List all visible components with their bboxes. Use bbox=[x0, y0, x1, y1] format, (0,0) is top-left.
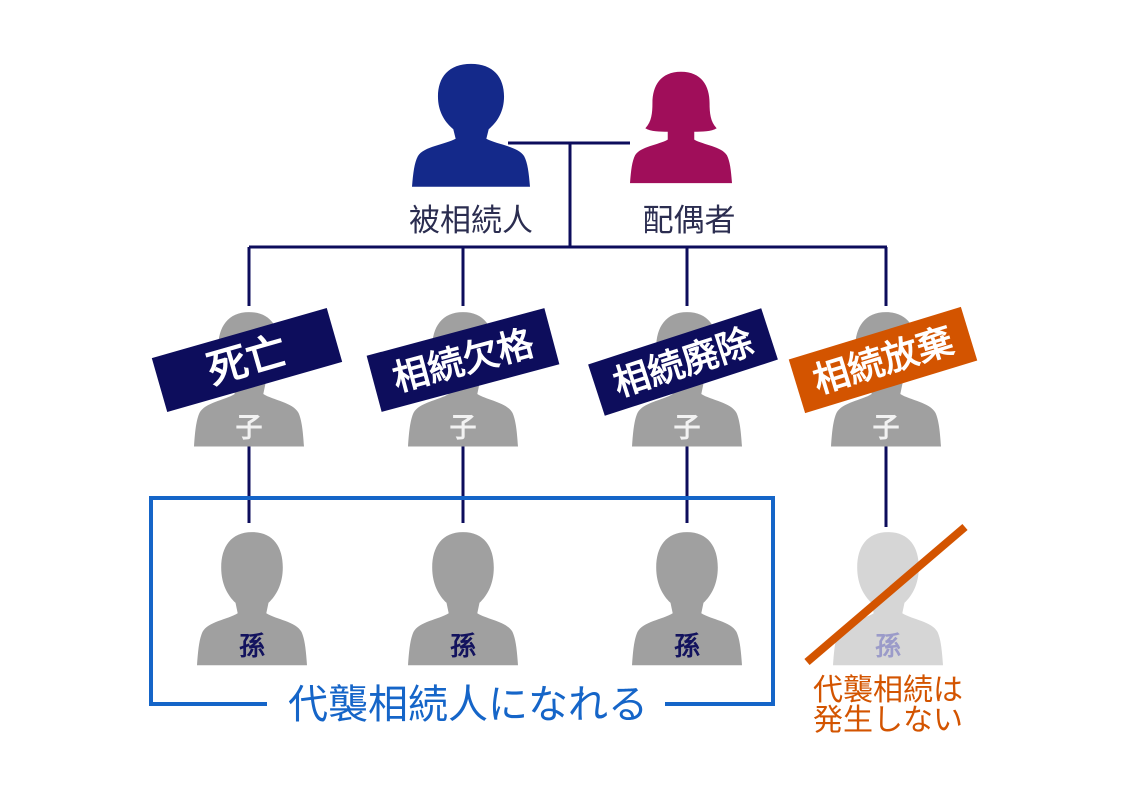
representation-group-border bbox=[149, 496, 775, 706]
child-node-2: 子 bbox=[408, 312, 518, 447]
child-label: 子 bbox=[236, 413, 263, 444]
tree-lines bbox=[247, 141, 888, 527]
spouse-label: 配偶者 bbox=[643, 203, 736, 239]
grandchild-node-4-excluded: 孫 bbox=[833, 532, 943, 666]
child-label: 子 bbox=[674, 413, 701, 444]
status-banners: 死亡 相続欠格 相続廃除 相続放棄 bbox=[151, 306, 978, 416]
note-line-2: 発生しない bbox=[813, 703, 963, 738]
grandchild-label: 孫 bbox=[674, 632, 700, 662]
grandchild-label: 孫 bbox=[239, 632, 265, 662]
strike-through-slash bbox=[804, 523, 968, 666]
note-line-1: 代襲相続は bbox=[813, 673, 963, 708]
grandchildren-row: 孫 孫 孫 孫 bbox=[197, 532, 943, 666]
status-banner-bg bbox=[588, 308, 778, 416]
grandchild-label-faded: 孫 bbox=[875, 632, 901, 662]
grandchild-label: 孫 bbox=[450, 632, 476, 662]
decedent-node: 被相続人 bbox=[409, 63, 533, 239]
child-label: 子 bbox=[450, 413, 477, 444]
spouse-node: 配偶者 bbox=[630, 71, 736, 239]
grandchild-node-3: 孫 bbox=[632, 532, 742, 666]
child-node-1: 子 bbox=[194, 312, 304, 447]
grandchild-node-2: 孫 bbox=[408, 532, 518, 666]
no-representation-note: 代襲相続は 発生しない bbox=[813, 673, 963, 738]
decedent-label: 被相続人 bbox=[409, 203, 533, 239]
child-node-4: 子 bbox=[831, 312, 941, 447]
representation-group-label: 代襲相続人になれる bbox=[288, 682, 648, 728]
grandchild-node-1: 孫 bbox=[197, 532, 307, 666]
child-label: 子 bbox=[873, 413, 900, 444]
children-row: 子 子 子 子 bbox=[194, 312, 941, 447]
child-node-3: 子 bbox=[632, 312, 742, 447]
status-banner-bg bbox=[788, 306, 978, 414]
status-banner-bg bbox=[366, 308, 560, 412]
status-banner-bg bbox=[151, 308, 343, 412]
